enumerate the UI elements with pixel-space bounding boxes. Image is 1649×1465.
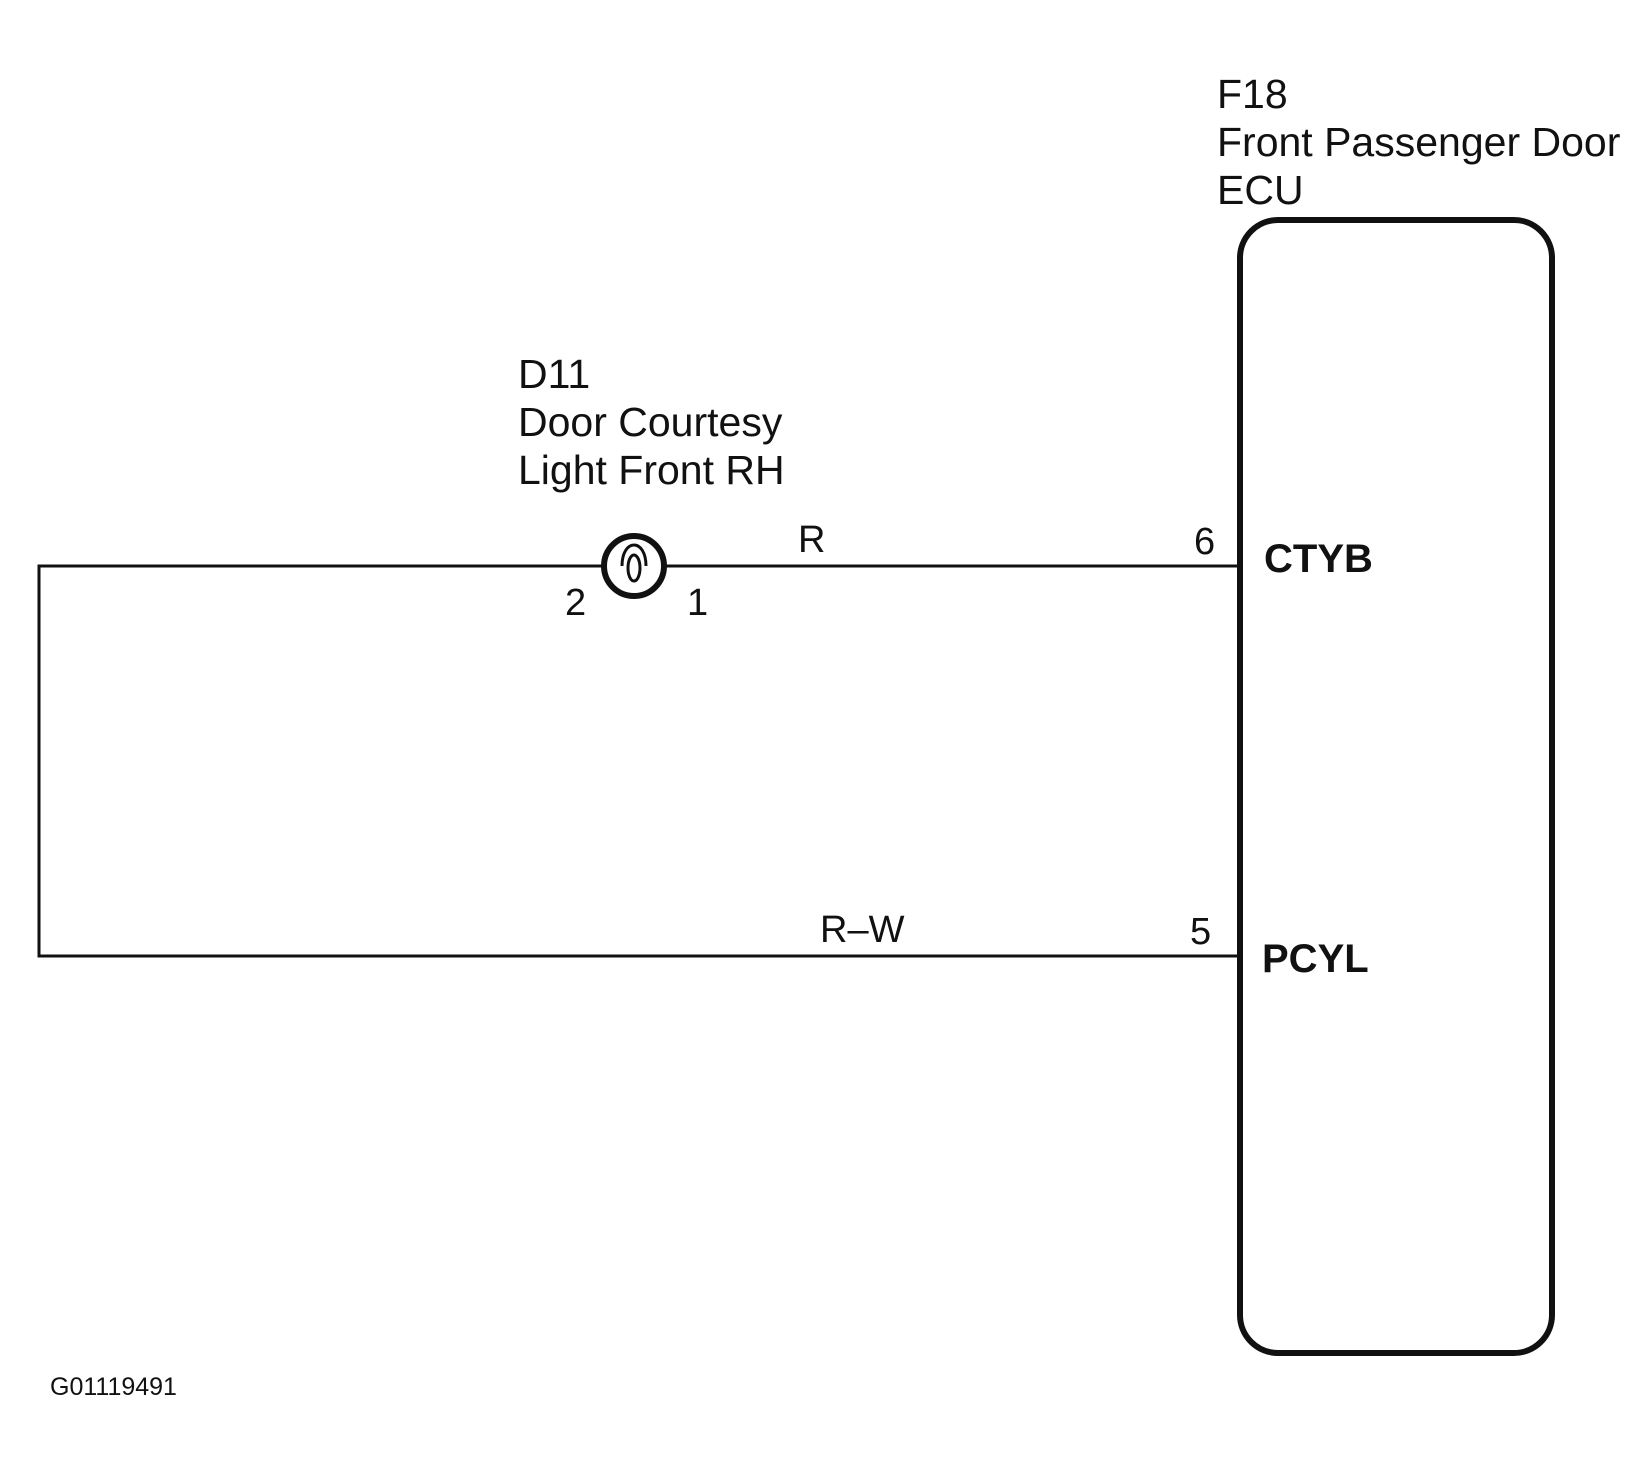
- bulb-icon: [601, 533, 667, 599]
- ecu-terminal-pcyl-label: PCYL: [1262, 937, 1369, 981]
- wire-r-color-label: R: [798, 519, 825, 561]
- lamp-name-line2-label: Light Front RH: [518, 447, 785, 493]
- ecu-terminal-ctyb-label: CTYB: [1264, 537, 1373, 581]
- ecu-code-label: F18: [1217, 71, 1288, 117]
- wire-rw-color-label: R–W: [820, 909, 905, 951]
- ecu-box: [1237, 217, 1555, 1356]
- ecu-name-line1-label: Front Passenger Door: [1217, 119, 1620, 165]
- ecu-name-line2-label: ECU: [1217, 167, 1304, 213]
- lamp-pin-right-label: 1: [687, 582, 708, 624]
- ecu-pin-5-label: 5: [1190, 911, 1211, 953]
- ecu-pin-6-label: 6: [1194, 521, 1215, 563]
- lamp-pin-left-label: 2: [565, 582, 586, 624]
- lamp-code-label: D11: [518, 351, 590, 397]
- figure-ref-label: G01119491: [50, 1373, 177, 1401]
- wire-loop-left: [37, 564, 1240, 958]
- lamp-name-line1-label: Door Courtesy: [518, 399, 783, 445]
